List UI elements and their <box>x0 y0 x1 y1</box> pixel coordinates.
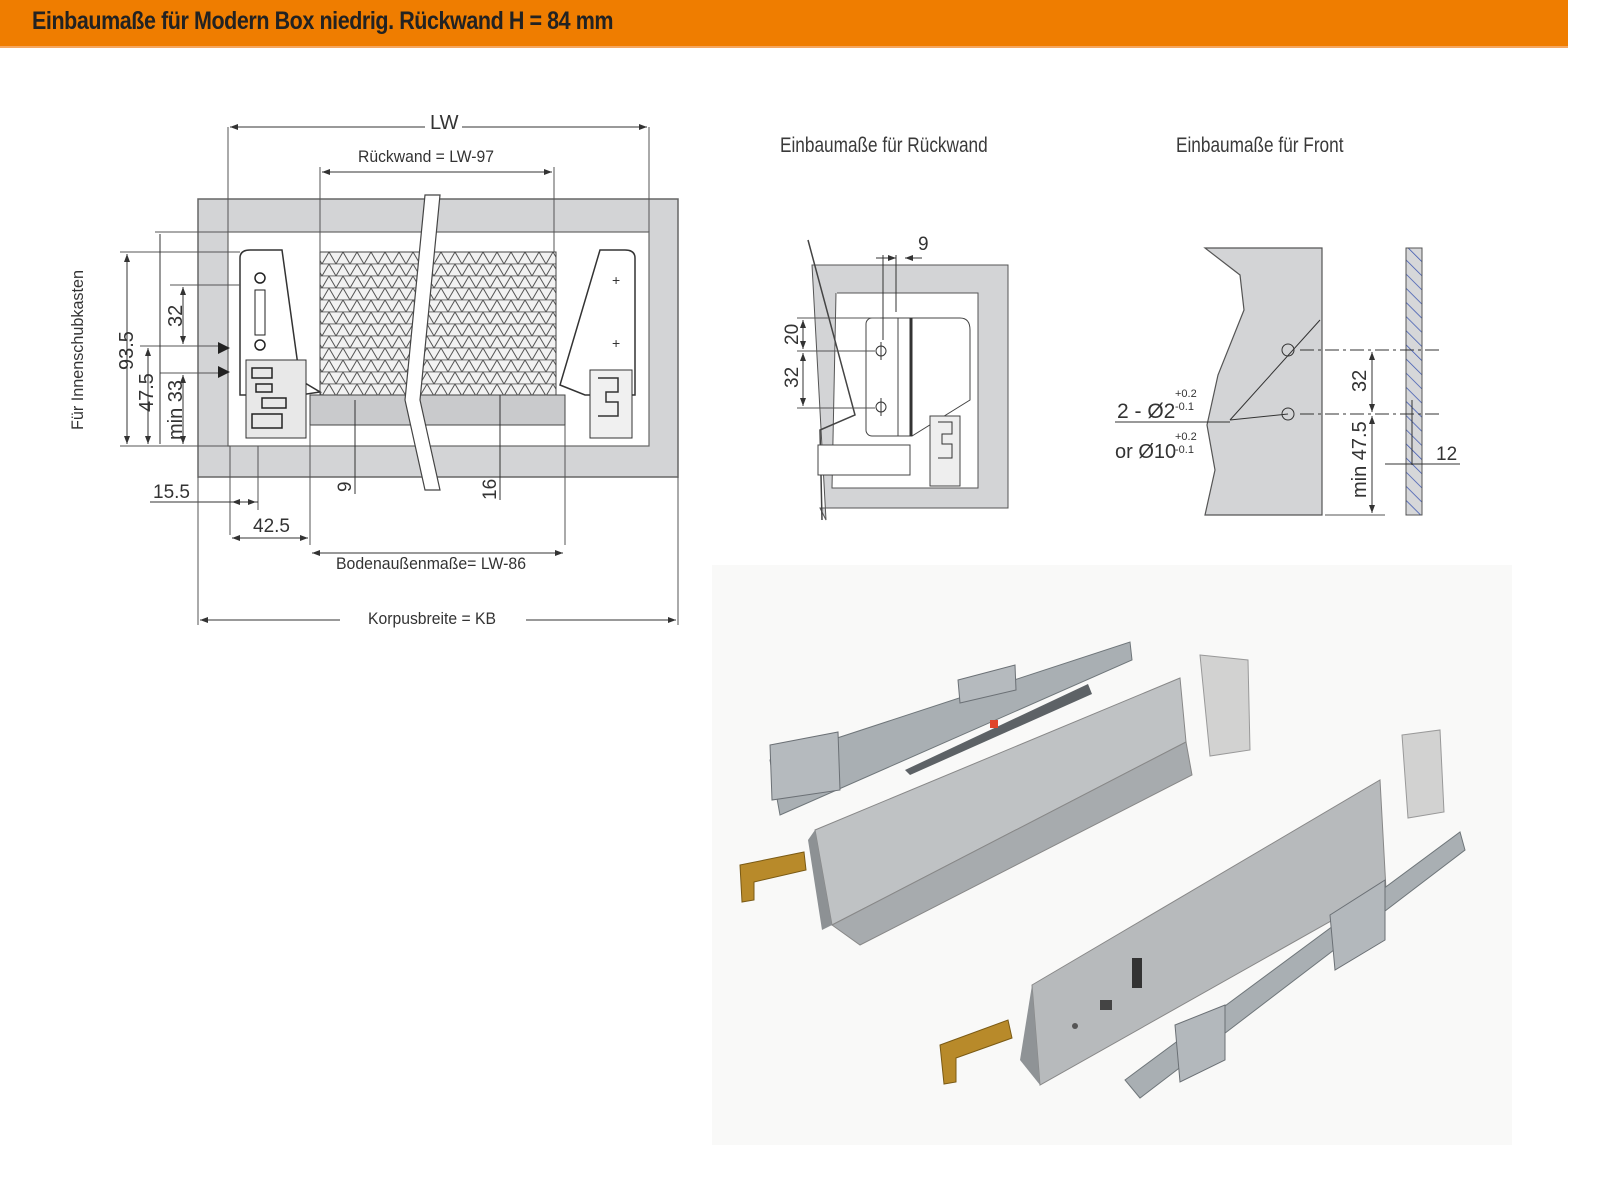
drawer-cross-section: + + <box>239 194 636 491</box>
svg-text:9: 9 <box>918 234 929 255</box>
caption-front: Einbaumaße für Front <box>1176 134 1344 157</box>
header-bar: Einbaumaße für Modern Box niedrig. Rückw… <box>0 0 1568 48</box>
runner-upper <box>769 641 1133 816</box>
svg-text:20: 20 <box>782 324 803 345</box>
svg-text:2 - Ø2: 2 - Ø2 <box>1117 400 1175 423</box>
svg-text:32: 32 <box>1349 370 1371 392</box>
svg-text:Korpusbreite = KB: Korpusbreite = KB <box>368 609 496 628</box>
svg-text:-0.1: -0.1 <box>1175 401 1194 413</box>
runner-lower <box>1124 831 1466 1099</box>
svg-text:+: + <box>612 335 620 351</box>
side-panel-upper <box>808 677 1193 946</box>
rear-bracket-lower <box>1401 729 1445 819</box>
svg-text:32: 32 <box>165 305 187 327</box>
svg-text:47.5: 47.5 <box>136 373 158 412</box>
page-title: Einbaumaße für Modern Box niedrig. Rückw… <box>32 7 614 35</box>
dim-rueckwand: Rückwand = LW-97 <box>319 147 555 252</box>
svg-text:+: + <box>612 272 620 288</box>
right-margin <box>1568 0 1600 1200</box>
rueckwand-detail-drawing: 9 20 32 <box>782 234 1009 521</box>
dim-bottom: 15.5 42.5 Bodenaußenmaße= LW-86 9 16 Kor… <box>150 395 679 628</box>
svg-text:min 33: min 33 <box>165 380 187 440</box>
dim-lw: LW <box>227 112 650 232</box>
svg-text:Rückwand = LW-97: Rückwand = LW-97 <box>358 147 494 166</box>
svg-text:+0.2: +0.2 <box>1175 431 1197 443</box>
rear-bracket-upper <box>1199 654 1251 757</box>
svg-text:16: 16 <box>480 479 501 500</box>
svg-text:12: 12 <box>1436 444 1457 465</box>
svg-text:93.5: 93.5 <box>116 331 138 370</box>
svg-text:LW: LW <box>430 112 459 134</box>
svg-text:15.5: 15.5 <box>153 482 190 503</box>
svg-text:42.5: 42.5 <box>253 516 290 537</box>
front-detail-drawing: 32 min 47.5 12 2 - Ø2 +0.2 -0.1 or Ø10 +… <box>1115 247 1460 516</box>
caption-rueckwand: Einbaumaße für Rückwand <box>780 134 988 157</box>
svg-text:or Ø10: or Ø10 <box>1115 441 1176 463</box>
dim-vertical-left: 93.5 47.5 min 33 32 Für Innenschubkasten <box>68 231 240 447</box>
svg-text:min 47.5: min 47.5 <box>1349 421 1371 498</box>
front-bracket-upper <box>739 851 807 903</box>
svg-text:32: 32 <box>782 367 803 388</box>
svg-text:Bodenaußenmaße= LW-86: Bodenaußenmaße= LW-86 <box>336 554 526 573</box>
svg-text:Für Innenschubkasten: Für Innenschubkasten <box>68 270 87 430</box>
svg-text:+0.2: +0.2 <box>1175 388 1197 400</box>
product-photo <box>712 565 1512 1145</box>
svg-text:9: 9 <box>335 481 356 492</box>
svg-text:-0.1: -0.1 <box>1175 444 1194 456</box>
front-bracket-lower <box>939 1019 1013 1085</box>
